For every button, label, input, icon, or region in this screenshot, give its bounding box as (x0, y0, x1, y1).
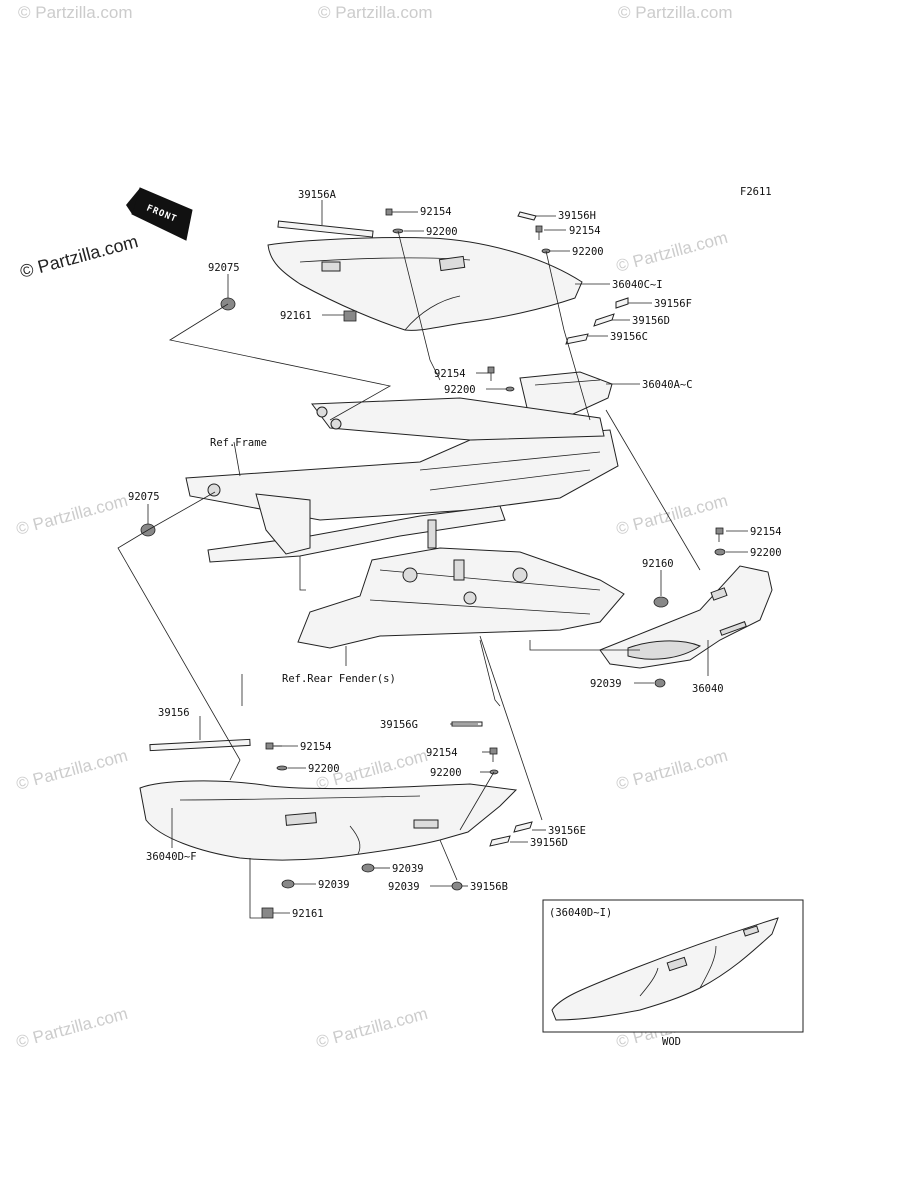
nut-icon (451, 881, 463, 891)
callout-label: 92200 (572, 246, 604, 258)
callouts: 39156A 92154 92200 39156H 92154 92200 36… (128, 189, 782, 920)
callout-label: 36040 (692, 683, 724, 695)
watermark: © Partzilla.com (318, 3, 433, 22)
watermark: © Partzilla.com (14, 746, 130, 794)
inset-caption: WOD (662, 1036, 681, 1048)
ref-rear-fender-label: Ref.Rear Fender(s) (282, 673, 396, 685)
callout-label: 92039 (318, 879, 350, 891)
rear-fender-part (297, 519, 625, 649)
frame-part (185, 397, 619, 591)
screw-icon (489, 747, 498, 762)
watermark: © Partzilla.com (14, 1004, 130, 1052)
callout-label: 39156D (632, 315, 670, 327)
callout-label: 92039 (388, 881, 420, 893)
watermark: © Partzilla.com (614, 746, 730, 794)
washer-icon (276, 765, 288, 771)
watermark: © Partzilla.com (14, 491, 130, 539)
callout-label: 92154 (569, 225, 601, 237)
callout-label: 39156B (470, 881, 508, 893)
callout-label: 92200 (308, 763, 340, 775)
callout-label: 92154 (420, 206, 452, 218)
tail-piece-part (599, 565, 773, 669)
callout-label: 39156F (654, 298, 692, 310)
grommet-icon (653, 596, 669, 608)
callout-label: 39156C (610, 331, 648, 343)
strip-39156-part (149, 738, 251, 752)
callout-label: 92039 (590, 678, 622, 690)
watermark: © Partzilla.com (18, 3, 133, 22)
callout-label: 92075 (128, 491, 160, 503)
callout-label: 36040A~C (642, 379, 693, 391)
callout-label: 92154 (426, 747, 458, 759)
callout-label: 92200 (430, 767, 462, 779)
callout-label: 92154 (300, 741, 332, 753)
callout-label: 92154 (750, 526, 782, 538)
callout-label: 39156A (298, 189, 337, 201)
callout-label: 39156 (158, 707, 190, 719)
inset-label: (36040D~I) (549, 907, 612, 919)
callout-label: 92200 (444, 384, 476, 396)
front-arrow-icon: FRONT (126, 187, 193, 241)
stickers (489, 211, 629, 847)
callout-label: 92200 (426, 226, 458, 238)
watermark: © Partzilla.com (614, 228, 730, 276)
callout-label: 92160 (642, 558, 674, 570)
nut-icon (281, 879, 295, 889)
callout-label: 92161 (280, 310, 312, 322)
watermark: © Partzilla.com (618, 3, 733, 22)
screw-icon (487, 366, 495, 381)
callout-label: 39156H (558, 210, 596, 222)
nut-icon (361, 863, 375, 873)
ref-frame-label: Ref.Frame (210, 437, 267, 449)
screw-icon (385, 208, 402, 216)
clip-icon (343, 310, 357, 322)
figure-code: F2611 (740, 186, 772, 198)
watermark: © Partzilla.com (614, 491, 730, 539)
leader-lines (117, 200, 748, 919)
lower-side-cover-part (139, 780, 518, 861)
watermark-dark: © Partzilla.com (18, 231, 140, 282)
callout-label: 39156D (530, 837, 568, 849)
callout-label: 39156G (380, 719, 418, 731)
callout-label: 92161 (292, 908, 324, 920)
inset-box: (36040D~I) WOD (542, 899, 804, 1048)
washer-icon (714, 548, 726, 556)
callout-label: 92154 (434, 368, 466, 380)
nut-icon (654, 678, 666, 688)
screw-icon (535, 225, 543, 240)
watermark: © Partzilla.com (314, 1004, 430, 1052)
clip-icon (261, 907, 274, 919)
strip-39156a-part (277, 220, 374, 238)
callout-label: 92200 (750, 547, 782, 559)
callout-label: 36040D~F (146, 851, 197, 863)
screw-icon (715, 527, 724, 542)
callout-label: 39156E (548, 825, 586, 837)
callout-label: 36040C~I (612, 279, 663, 291)
washer-icon (505, 386, 515, 392)
upper-cowl-part (267, 236, 583, 331)
callout-label: 92039 (392, 863, 424, 875)
callout-label: 92075 (208, 262, 240, 274)
